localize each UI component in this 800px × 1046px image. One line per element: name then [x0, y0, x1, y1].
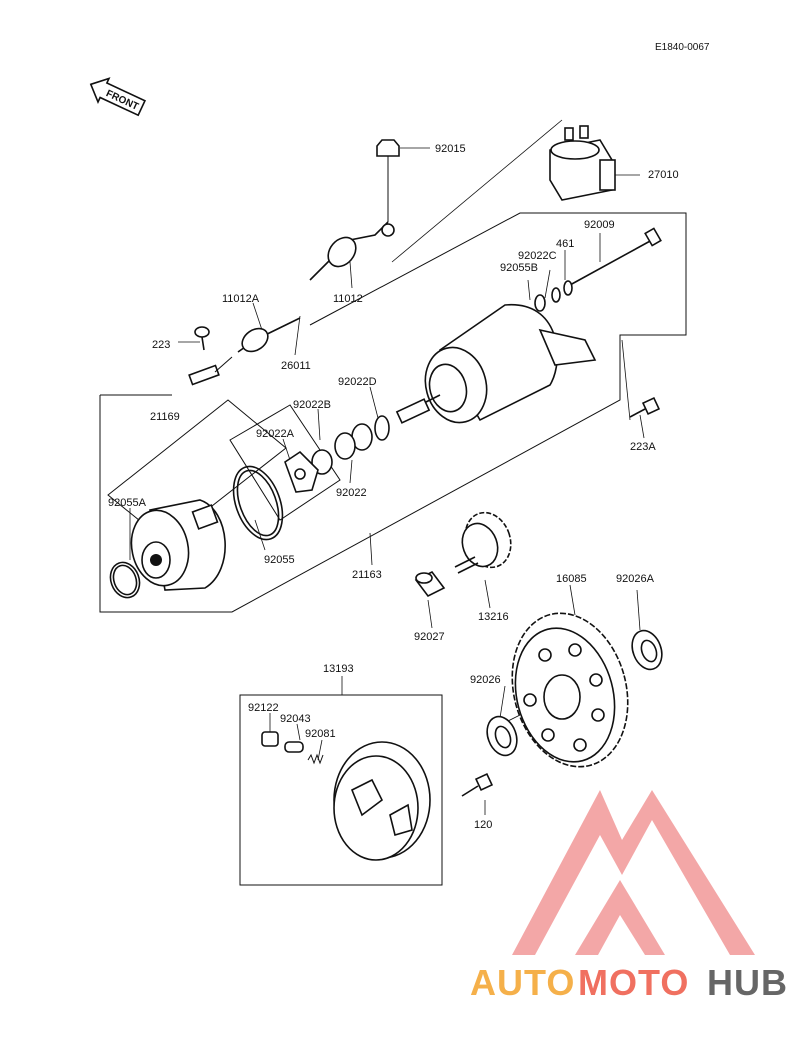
label-92022D: 92022D	[338, 376, 377, 388]
label-92022C: 92022C	[518, 250, 557, 262]
starter-clutch-group-outline	[239, 694, 443, 886]
label-92122: 92122	[248, 702, 279, 714]
label-223A: 223A	[630, 441, 656, 453]
o-ring-92055A	[109, 561, 141, 599]
idle-gear-13216	[454, 511, 512, 574]
label-11012A: 11012A	[222, 293, 260, 305]
clutch-gear-16085	[511, 612, 629, 768]
watermark-moto: MOTO	[578, 962, 689, 1003]
leader-lines	[129, 119, 645, 815]
clutch-housing-13193	[333, 741, 431, 861]
front-arrow-icon: FRONT	[89, 77, 147, 117]
label-92055B: 92055B	[500, 262, 538, 274]
label-92026A: 92026A	[616, 573, 655, 585]
starter-motor-body	[395, 304, 597, 424]
starter-relay-27010	[549, 125, 616, 201]
collar-92027	[414, 570, 446, 598]
label-92022B: 92022B	[293, 399, 331, 411]
starter-cable-26011	[188, 221, 395, 386]
brush-plate-92022A	[284, 450, 319, 493]
label-92043: 92043	[280, 713, 311, 725]
label-21163: 21163	[352, 569, 382, 581]
washers-92022-series	[311, 415, 390, 475]
bolt-120	[461, 772, 494, 797]
diagram-code: E1840-0067	[655, 42, 710, 53]
starter-motor-group-outline	[99, 212, 687, 613]
screw-223	[194, 326, 210, 351]
watermark-auto: AUTO	[470, 962, 575, 1003]
label-13193: 13193	[323, 663, 354, 675]
label-92022: 92022	[336, 487, 367, 499]
label-92009: 92009	[584, 219, 615, 231]
bolt-223A	[629, 396, 661, 418]
washer-92026	[486, 715, 518, 757]
label-11012: 11012	[333, 293, 363, 305]
label-16085: 16085	[556, 573, 587, 585]
bolt-92009	[569, 227, 662, 286]
label-92055A: 92055A	[108, 497, 147, 509]
cap-92015	[376, 139, 400, 222]
washer-92026A	[631, 629, 663, 671]
watermark-text: AUTO MOTO HUB	[470, 962, 788, 1003]
label-223: 223	[152, 339, 170, 351]
label-461: 461	[556, 238, 574, 250]
label-21169: 21169	[150, 411, 180, 423]
o-ring-92055	[232, 465, 284, 541]
label-92055: 92055	[264, 554, 295, 566]
end-cover-21163	[130, 499, 226, 591]
label-92027: 92027	[414, 631, 445, 643]
label-92015: 92015	[435, 143, 466, 155]
label-92022A: 92022A	[256, 428, 295, 440]
spring-92081	[307, 753, 324, 765]
label-27010: 27010	[648, 169, 679, 181]
pin-92043	[284, 741, 304, 753]
washers-461-92022C-92055B	[534, 280, 573, 312]
label-92026: 92026	[470, 674, 501, 686]
label-13216: 13216	[478, 611, 509, 623]
label-26011: 26011	[281, 360, 311, 372]
part-labels: 92015 27010 92009 461 92022C 92055B 1101…	[108, 143, 679, 831]
automotohub-logo-icon	[512, 790, 755, 955]
label-92081: 92081	[305, 728, 336, 740]
watermark-hub: HUB	[707, 962, 788, 1003]
roller-92122	[261, 731, 279, 747]
label-120: 120	[474, 819, 492, 831]
